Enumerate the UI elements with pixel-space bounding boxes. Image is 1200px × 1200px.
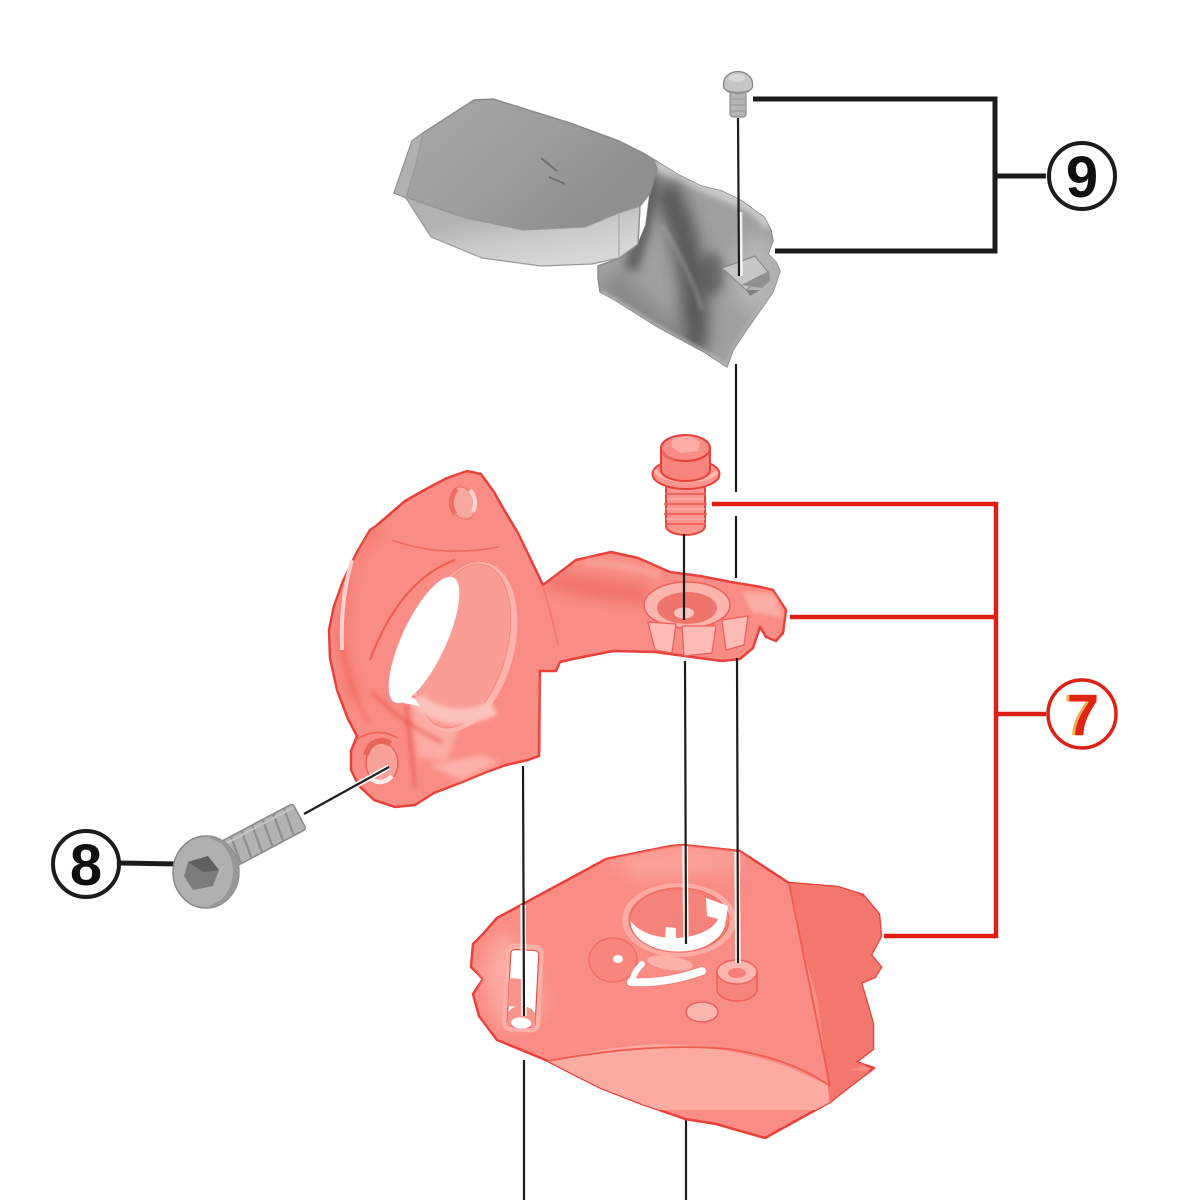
svg-text:7: 7 (1064, 683, 1096, 748)
svg-text:7: 7 (1067, 683, 1099, 748)
svg-text:9: 9 (1066, 145, 1098, 210)
svg-text:8: 8 (70, 833, 102, 898)
